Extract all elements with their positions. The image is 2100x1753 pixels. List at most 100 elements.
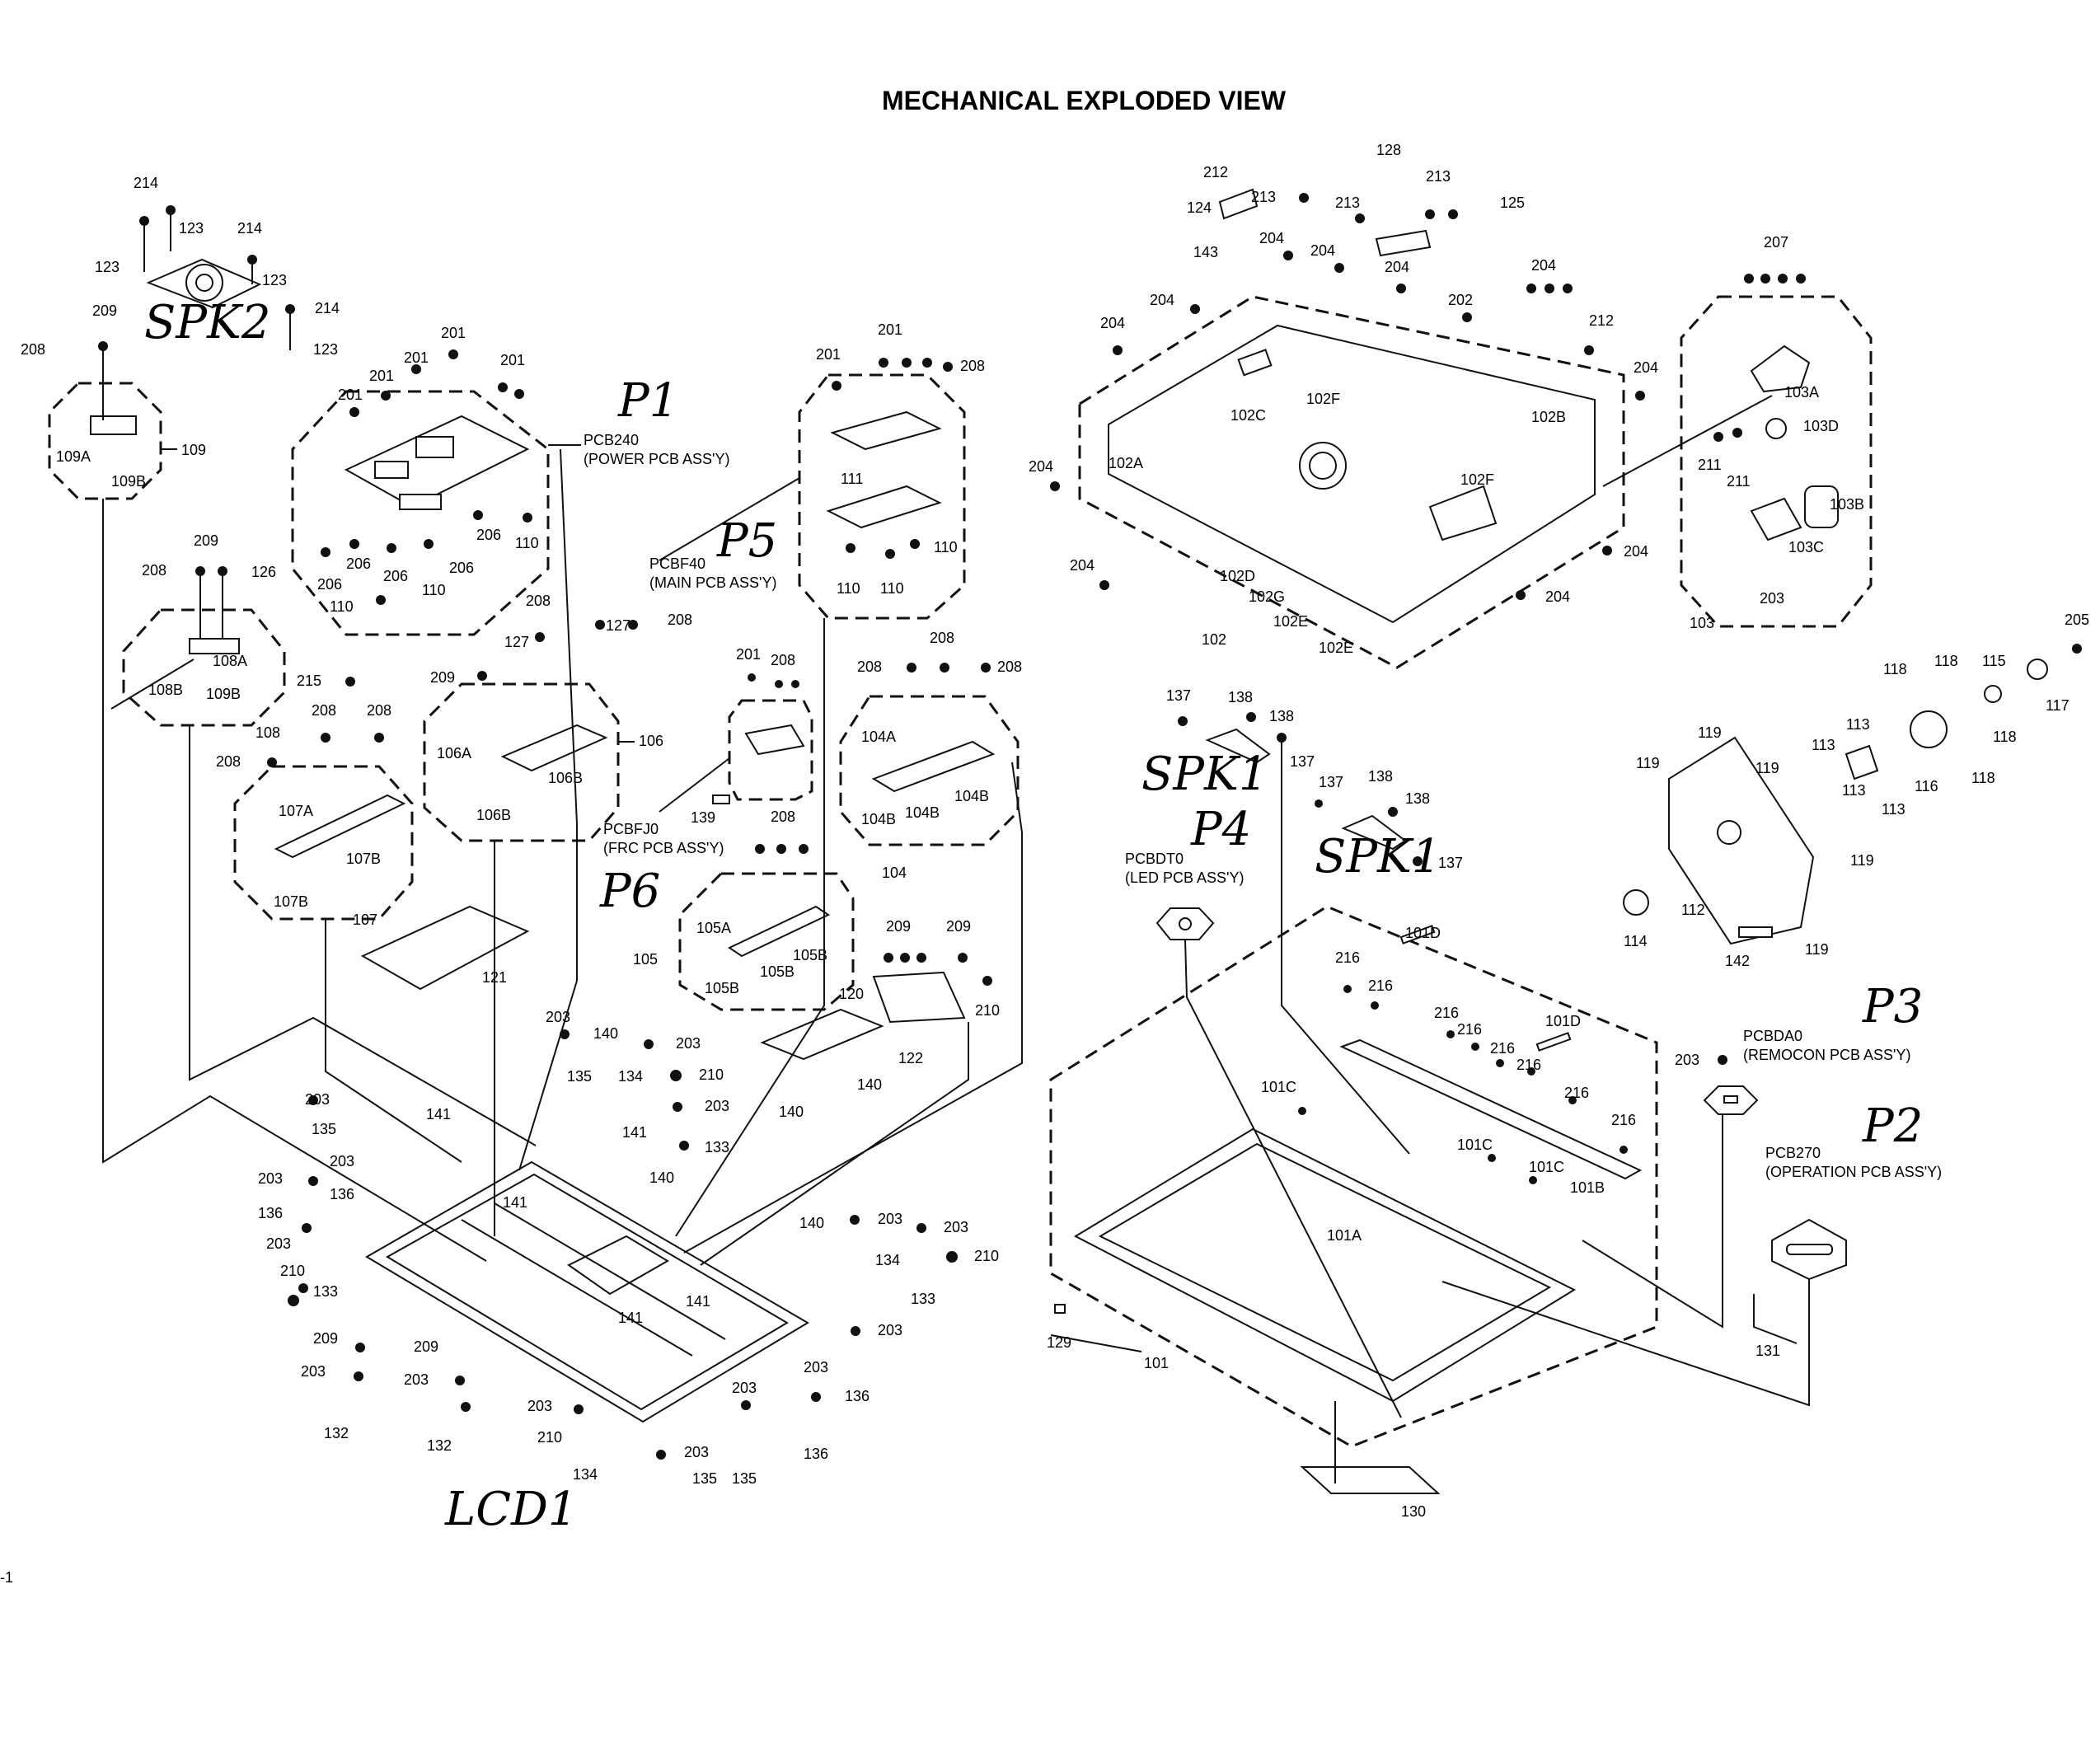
- callout: 204: [1531, 257, 1556, 274]
- assembly-name-pcbf40: (MAIN PCB ASS'Y): [649, 574, 776, 591]
- callout: 135: [692, 1470, 717, 1487]
- callout: 138: [1405, 790, 1430, 807]
- callout: 140: [857, 1076, 882, 1093]
- callout: 209: [430, 669, 455, 686]
- callout: 138: [1368, 768, 1393, 785]
- callout: 108B: [148, 682, 183, 698]
- callout: 208: [312, 702, 336, 719]
- callout: 110: [515, 535, 539, 551]
- callout: 124: [1187, 199, 1212, 216]
- callout: 104B: [905, 804, 940, 821]
- assembly-outline: [728, 699, 813, 801]
- label-128: [1375, 229, 1432, 257]
- callout: 123: [262, 272, 287, 288]
- bracket-103a: [1750, 345, 1811, 393]
- callout: 133: [911, 1291, 935, 1307]
- callout: 118: [1993, 729, 2017, 745]
- callout: 208: [668, 612, 692, 628]
- callout: 113: [1842, 782, 1866, 799]
- callout: 135: [732, 1470, 757, 1487]
- callout: 203: [878, 1322, 902, 1338]
- callout: 141: [426, 1106, 451, 1123]
- diagram-title: MECHANICAL EXPLODED VIEW: [882, 86, 1287, 115]
- callout: 131: [1755, 1343, 1780, 1359]
- screw-group: [1050, 193, 1645, 600]
- callout: 208: [21, 341, 45, 358]
- callout: 209: [886, 918, 911, 935]
- assembly-outline: [1680, 295, 1873, 628]
- callout: 203: [684, 1444, 709, 1460]
- callout: 209: [946, 918, 971, 935]
- callout: 105: [633, 951, 658, 968]
- page-marker: -1: [0, 1569, 13, 1586]
- assembly-code-pcb240: PCB240: [584, 432, 639, 448]
- callout: 109B: [111, 473, 146, 490]
- assembly-outline: [48, 382, 162, 500]
- back-cover-102-group: 128 212 213 213 213 125 124 143 204 204 …: [1029, 142, 1658, 669]
- callout: 206: [317, 576, 342, 593]
- callout: 114: [1624, 933, 1648, 949]
- spk1-leader: [1281, 738, 1410, 1155]
- screw-group: [1298, 985, 1628, 1184]
- callout: 102G: [1249, 588, 1285, 605]
- callout: 216: [1457, 1021, 1482, 1038]
- callout: 132: [324, 1425, 349, 1441]
- spk1-speaker-group: 137 138 138 137 SPK1 P4 137 138 138 137 …: [1141, 687, 1463, 884]
- handwritten-spk1-upper: SPK1: [1141, 748, 1268, 801]
- callout: 141: [686, 1293, 710, 1310]
- assembly-code-pcbfj0: PCBFJ0: [603, 821, 659, 837]
- callout: 203: [305, 1091, 330, 1108]
- rear-chassis-frame-group: 203 140 135 134 203 210 203 135 141 203 …: [258, 1009, 999, 1536]
- callout: 102A: [1109, 455, 1143, 471]
- callout: 104B: [954, 788, 989, 804]
- assembly-103: 207 103A 103D 211 211 103B 103C 203 103: [1602, 234, 1873, 631]
- callout: 118: [1934, 653, 1958, 669]
- callout: 210: [537, 1429, 562, 1446]
- callout: 101C: [1529, 1159, 1564, 1175]
- spk2-speaker-group: 214 123 214 123 123 214 123 SPK2: [95, 175, 340, 358]
- callout: 136: [845, 1388, 870, 1404]
- callout: 206: [449, 560, 474, 576]
- callout: 213: [1251, 189, 1276, 205]
- callout: 118: [1971, 770, 1995, 786]
- callout: 117: [2046, 697, 2070, 714]
- callout: 143: [1193, 244, 1218, 260]
- callout: 142: [1725, 953, 1750, 969]
- pcbfj0-frc-pcb-group: 201 208 139 PCBFJ0 (FRC PCB ASS'Y) P6: [599, 646, 813, 918]
- callout: 133: [705, 1139, 729, 1155]
- assembly-outline: [678, 872, 855, 1011]
- assembly-name-pcb270: (OPERATION PCB ASS'Y): [1765, 1164, 1942, 1180]
- callout: 201: [338, 387, 363, 403]
- screw-group: [288, 1029, 958, 1460]
- callout: 209: [92, 302, 117, 319]
- callout: 106B: [548, 770, 583, 786]
- callout: 205: [2065, 612, 2089, 628]
- assembly-109: 209 208 109 109A 109B: [21, 302, 206, 500]
- callout: 105A: [696, 920, 731, 936]
- speaker-spk1-lower: [1341, 814, 1407, 851]
- assembly-106: 208 127 127 208 209 106A 106B 106B 106: [423, 593, 692, 842]
- callout: 208: [771, 809, 795, 825]
- callout: 102E: [1273, 613, 1308, 630]
- callout: 141: [622, 1124, 647, 1141]
- callout: 104A: [861, 729, 896, 745]
- callout: 107B: [274, 893, 308, 910]
- callout: 102B: [1531, 409, 1566, 425]
- callout: 216: [1368, 977, 1393, 994]
- callout: 134: [618, 1068, 643, 1085]
- callout: 133: [313, 1283, 338, 1300]
- pcbf40-main-pcb-group: 201 201 208 111 110 110 110 PCBF40 (MAIN…: [649, 321, 985, 620]
- callout: 208: [771, 652, 795, 668]
- callout: 118: [1883, 661, 1907, 677]
- assembly-outline: [423, 682, 620, 842]
- callout: 119: [1698, 724, 1722, 741]
- led-pcb-leader: [1184, 939, 1402, 1418]
- callout: 208: [857, 659, 882, 675]
- callout: 201: [878, 321, 902, 338]
- callout: 203: [676, 1035, 701, 1052]
- callout: 136: [804, 1446, 828, 1462]
- callout: 128: [1376, 142, 1401, 158]
- callout: 120: [839, 986, 864, 1002]
- screw-group: [321, 349, 532, 605]
- callout: 204: [1634, 359, 1658, 376]
